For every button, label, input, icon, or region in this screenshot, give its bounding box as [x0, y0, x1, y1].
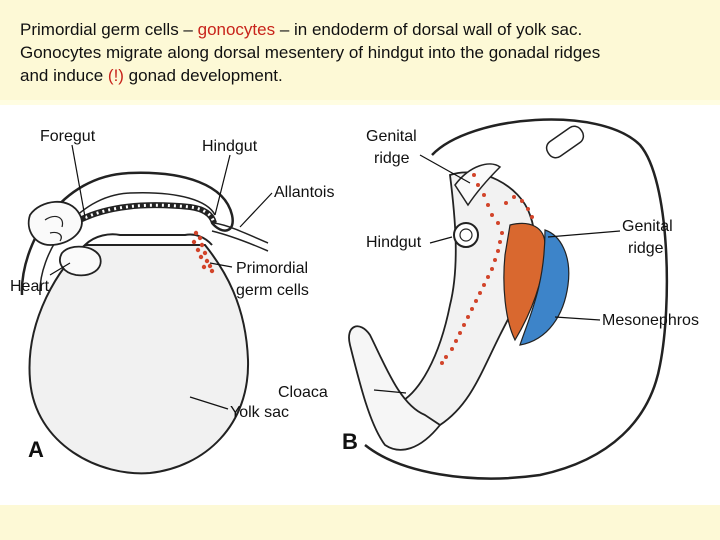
- embryo-figure: Foregut Hindgut Allantois Heart Primordi…: [0, 105, 720, 505]
- caption-emphasis-mark: (!): [107, 66, 124, 85]
- hindgut-ring: [453, 222, 479, 248]
- heart-shape: [59, 245, 102, 277]
- allantois-tube: [213, 222, 269, 244]
- header-band: Primordial germ cells – gonocytes – in e…: [0, 0, 720, 100]
- panel-a-drawing: Foregut Hindgut Allantois Heart Primordi…: [10, 128, 334, 475]
- caption-line2: Gonocytes migrate along dorsal mesentery…: [20, 43, 601, 62]
- embryo-inner-outline: [39, 192, 216, 296]
- gonad-region: [503, 222, 546, 342]
- label-yolk-sac: Yolk sac: [230, 404, 289, 421]
- head-region: [27, 200, 83, 246]
- label-hindgut-a: Hindgut: [202, 138, 258, 155]
- pharyngeal-arches: [44, 215, 64, 242]
- label-hindgut-b: Hindgut: [366, 234, 422, 251]
- cloaca-region: [348, 325, 442, 451]
- label-primordial-line2: germ cells: [236, 282, 309, 299]
- yolk-stalk: [84, 233, 213, 246]
- mesonephros-region: [519, 229, 570, 346]
- caption-line3-start: and induce: [20, 66, 108, 85]
- leader-lines-b: [373, 154, 621, 394]
- yolk-sac-shape: [28, 244, 250, 475]
- label-foregut: Foregut: [40, 128, 96, 145]
- label-genital-ridge-right-line2: ridge: [628, 240, 664, 257]
- caption-line1-start: Primordial germ cells –: [20, 20, 198, 39]
- footer-band: [0, 505, 720, 540]
- label-primordial-line1: Primordial: [236, 260, 308, 277]
- embryo-illustration: Foregut Hindgut Allantois Heart Primordi…: [10, 118, 699, 480]
- gut-segments: [79, 203, 216, 224]
- germ-cells-b: [440, 173, 534, 365]
- body-wall-outline: [364, 118, 669, 480]
- germ-cells-a: [191, 230, 215, 274]
- caption-gonocytes-term: gonocytes: [197, 20, 276, 39]
- allantois-tube-lower: [211, 230, 269, 252]
- panel-label-a: A: [28, 437, 44, 462]
- neural-tube-slot: [545, 125, 585, 159]
- caption-line1-end: – in endoderm of dorsal wall of yolk sac…: [275, 20, 583, 39]
- label-genital-ridge-left-line2: ridge: [374, 150, 410, 167]
- label-heart: Heart: [10, 278, 50, 295]
- label-genital-ridge-left-line1: Genital: [366, 128, 417, 145]
- caption-line3-end: gonad development.: [123, 66, 283, 85]
- label-mesonephros: Mesonephros: [602, 312, 699, 329]
- caption-text: Primordial germ cells – gonocytes – in e…: [20, 18, 712, 87]
- label-cloaca: Cloaca: [278, 384, 328, 401]
- hindgut-lumen: [459, 228, 473, 242]
- panel-b-drawing: Genital ridge Hindgut Genital ridge Meso…: [278, 118, 699, 480]
- label-genital-ridge-right-line1: Genital: [622, 218, 673, 235]
- leader-lines-a: [49, 144, 273, 410]
- label-allantois: Allantois: [274, 184, 334, 201]
- panel-label-b: B: [342, 429, 358, 454]
